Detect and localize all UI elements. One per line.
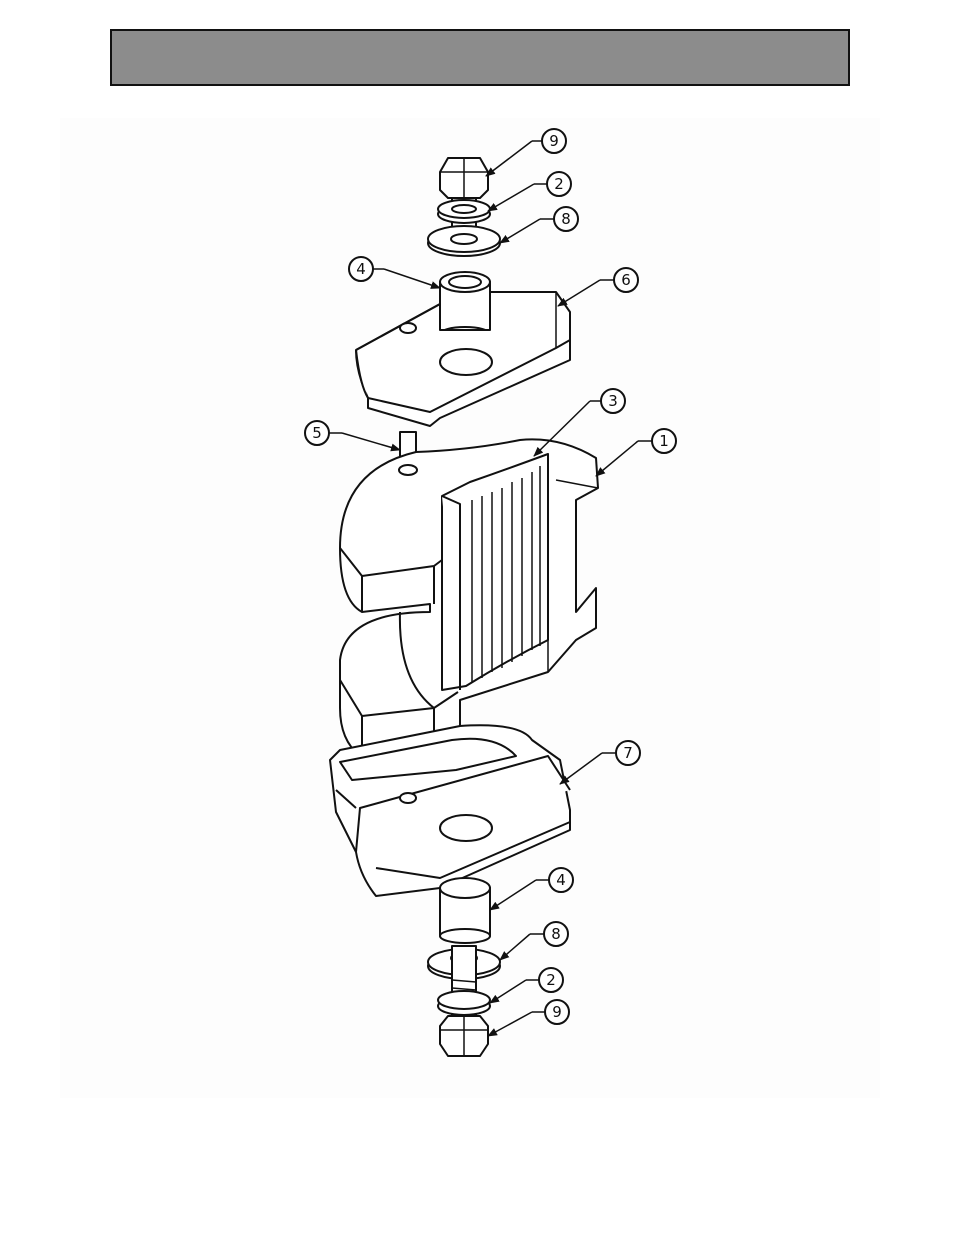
callout-9-bottom: 9: [488, 1000, 569, 1036]
callout-4-top: 4: [349, 257, 440, 288]
callout-label-4-bottom: 4: [556, 871, 566, 889]
callout-5: 5: [305, 421, 400, 450]
top-flat-washer: [428, 226, 500, 256]
callout-7: 7: [560, 741, 640, 784]
callout-label-8-bottom: 8: [551, 925, 561, 943]
callout-6: 6: [558, 268, 638, 306]
callout-1: 1: [596, 429, 676, 476]
bottom-plate: [330, 725, 570, 896]
callout-label-1: 1: [659, 432, 669, 450]
top-lock-washer: [438, 200, 490, 223]
callout-label-7: 7: [623, 744, 633, 762]
callout-8-bottom: 8: [500, 922, 568, 960]
callout-9-top: 9: [486, 129, 566, 176]
callout-label-5: 5: [312, 424, 322, 442]
callout-label-9-bottom: 9: [552, 1003, 562, 1021]
callout-2-bottom: 2: [490, 968, 563, 1003]
callout-label-4-top: 4: [356, 260, 366, 278]
bottom-lock-washer: [438, 991, 490, 1015]
callout-label-6: 6: [621, 271, 631, 289]
bottom-spacer-sleeve: [440, 878, 490, 943]
callout-label-8-top: 8: [561, 210, 571, 228]
callout-4-bottom: 4: [490, 868, 573, 910]
callout-2-top: 2: [488, 172, 571, 211]
bottom-hex-nut: [440, 1016, 488, 1056]
callout-label-2-top: 2: [554, 175, 564, 193]
callout-label-3: 3: [608, 392, 618, 410]
callout-label-2-bottom: 2: [546, 971, 556, 989]
callout-label-9-top: 9: [549, 132, 559, 150]
callout-8-top: 8: [500, 207, 578, 243]
top-bolt-head: [440, 158, 488, 198]
